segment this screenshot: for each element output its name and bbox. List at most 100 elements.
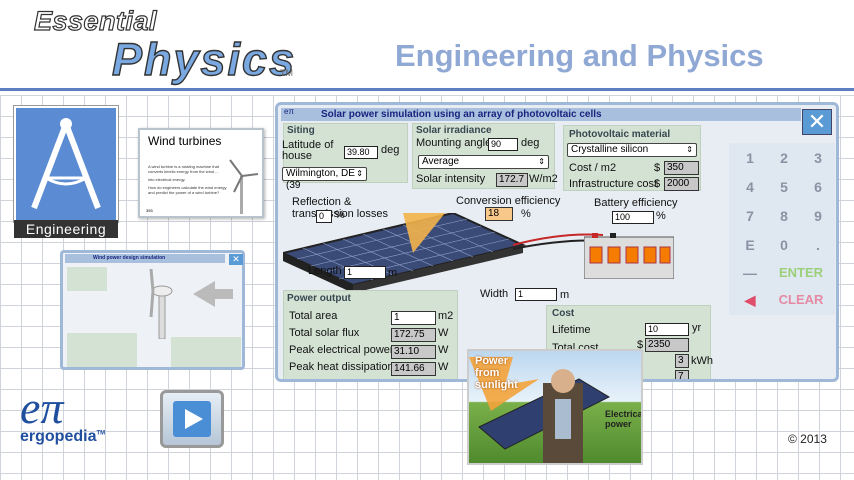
wind-card-text1: A wind turbine is a rotating machine tha… <box>148 164 219 174</box>
length-label: Length <box>308 265 342 277</box>
copyright: © 2013 <box>788 432 827 446</box>
key-8[interactable]: 8 <box>780 208 788 224</box>
brand-text: ergopedia <box>20 428 97 445</box>
wind-arrow-icon <box>193 281 233 307</box>
intensity-label: Solar intensity <box>416 173 486 185</box>
header: Essential Physics TM Engineering and Phy… <box>0 0 854 95</box>
width-input[interactable]: 1 <box>515 288 557 301</box>
wind-sim-panel-c <box>171 337 241 367</box>
enter-button[interactable]: ENTER <box>778 265 824 280</box>
key-3[interactable]: 3 <box>814 150 822 166</box>
key-2[interactable]: 2 <box>780 150 788 166</box>
play-button[interactable] <box>160 390 224 448</box>
key-4[interactable]: 4 <box>746 179 754 195</box>
key-5[interactable]: 5 <box>780 179 788 195</box>
video-scene <box>469 357 611 463</box>
wind-turbines-card[interactable]: Wind turbines A wind turbine is a rotati… <box>138 128 264 218</box>
clear-button[interactable]: CLEAR <box>778 292 824 307</box>
latitude-input[interactable]: 39.80 <box>344 146 378 159</box>
battery-label: Battery efficiency <box>594 197 678 209</box>
play-triangle-icon <box>185 409 203 429</box>
location-select[interactable]: Wilmington, DE (39⇕ <box>282 167 367 191</box>
wind-sim-close-icon[interactable]: ✕ <box>229 254 243 265</box>
infra-currency: $ <box>654 178 661 190</box>
pv-title: Photovoltaic material <box>569 129 671 140</box>
lifetime-label: Lifetime <box>552 324 591 336</box>
select-arrow-icon: ⇕ <box>356 169 363 178</box>
wind-turbine-image <box>229 159 259 214</box>
engineering-icon[interactable] <box>13 105 119 223</box>
power-row-value: 1 <box>391 311 436 325</box>
wind-sim-turbine <box>149 269 173 339</box>
logo-essential: Essential <box>33 5 158 36</box>
page-title: Engineering and Physics <box>395 38 764 73</box>
close-icon[interactable]: ✕ <box>802 109 832 135</box>
select-arrow-icon: ⇕ <box>686 145 693 154</box>
intensity-unit: W/m2 <box>529 173 558 185</box>
wind-sim-title: Wind power design simulation <box>65 254 225 263</box>
video-thumbnail[interactable]: Power from sunlight Electrical power <box>467 349 643 465</box>
infra-value[interactable]: 2000 <box>664 177 699 191</box>
wind-sim-panel-a <box>67 267 107 291</box>
mounting-input[interactable]: 90 <box>488 138 518 151</box>
key-E[interactable]: E <box>745 237 755 253</box>
total-cost-value: 2350 <box>645 338 689 352</box>
wind-power-simulation-thumb[interactable]: Wind power design simulation ✕ <box>60 250 245 370</box>
cost-label: Cost / m2 <box>569 162 617 174</box>
play-icon <box>173 401 211 437</box>
key-9[interactable]: 9 <box>814 208 822 224</box>
brand-tm: TM <box>96 430 106 437</box>
power-row-unit: W <box>438 361 449 373</box>
power-row-unit: m2 <box>438 310 454 322</box>
wind-card-page: 355 <box>146 208 153 213</box>
conversion-value[interactable]: 18 <box>485 207 513 221</box>
key-6[interactable]: 6 <box>814 179 822 195</box>
lifetime-unit: yr <box>692 322 702 334</box>
mounting-unit: deg <box>521 137 540 149</box>
material-select[interactable]: Crystalline silicon ⇕ <box>567 143 697 157</box>
power-row-value: 172.75 <box>391 328 436 342</box>
engineering-label[interactable]: Engineering <box>14 220 118 238</box>
latitude-unit: deg <box>381 144 400 156</box>
battery-input[interactable]: 100 <box>612 211 654 224</box>
conversion-label: Conversion efficiency <box>456 195 561 207</box>
reflection-label: Reflection & transmission losses <box>292 196 388 220</box>
ergopedia-brand: ergopediaTM <box>20 428 105 446</box>
header-divider <box>0 88 854 91</box>
key-.[interactable]: . <box>816 237 820 253</box>
ergopedia-logo-icon: eπ <box>20 382 64 433</box>
power-output-title: Power output <box>287 293 351 304</box>
solar-simulation-panel: Solar power simulation using an array of… <box>275 102 839 382</box>
power-row-label: Total area <box>289 310 338 322</box>
back-arrow-icon[interactable]: ◀ <box>744 292 756 308</box>
wind-card-text2: into electrical energy. <box>148 177 186 182</box>
wind-card-title: Wind turbines <box>148 134 222 148</box>
key-1[interactable]: 1 <box>746 150 754 166</box>
irradiance-title: Solar irradiance <box>416 125 492 136</box>
key-7[interactable]: 7 <box>746 208 754 224</box>
energy-value: 3 <box>675 354 689 368</box>
cost-value[interactable]: 350 <box>664 161 699 175</box>
power-row-label: Storable power <box>289 378 363 379</box>
video-caption: Power from sunlight <box>475 355 518 391</box>
mounting-label: Mounting angle <box>416 137 492 149</box>
key-minus[interactable]: — <box>743 265 757 281</box>
location-value: Wilmington, DE (39 <box>286 168 355 191</box>
lifetime-input[interactable]: 10 <box>645 323 689 336</box>
latitude-label: Latitude of house <box>282 139 334 162</box>
cost-title: Cost <box>552 308 575 319</box>
power-row-value: 31.10 <box>391 345 436 359</box>
reflection-input[interactable]: 0 <box>316 210 332 223</box>
key-0[interactable]: 0 <box>780 237 788 253</box>
wind-card-text: A wind turbine is a rotating machine tha… <box>148 164 234 195</box>
length-input[interactable]: 1 <box>344 266 386 279</box>
power-row-label: Total solar flux <box>289 327 360 339</box>
select-arrow-icon: ⇕ <box>538 157 545 166</box>
weather-select[interactable]: Average⇕ <box>418 155 549 169</box>
battery-unit: % <box>656 210 666 222</box>
power-row-value: 31.10 <box>391 379 436 382</box>
total-cost-currency: $ <box>637 339 644 351</box>
intensity-value: 172.7 <box>496 173 528 187</box>
material-value: Crystalline silicon <box>571 144 649 155</box>
